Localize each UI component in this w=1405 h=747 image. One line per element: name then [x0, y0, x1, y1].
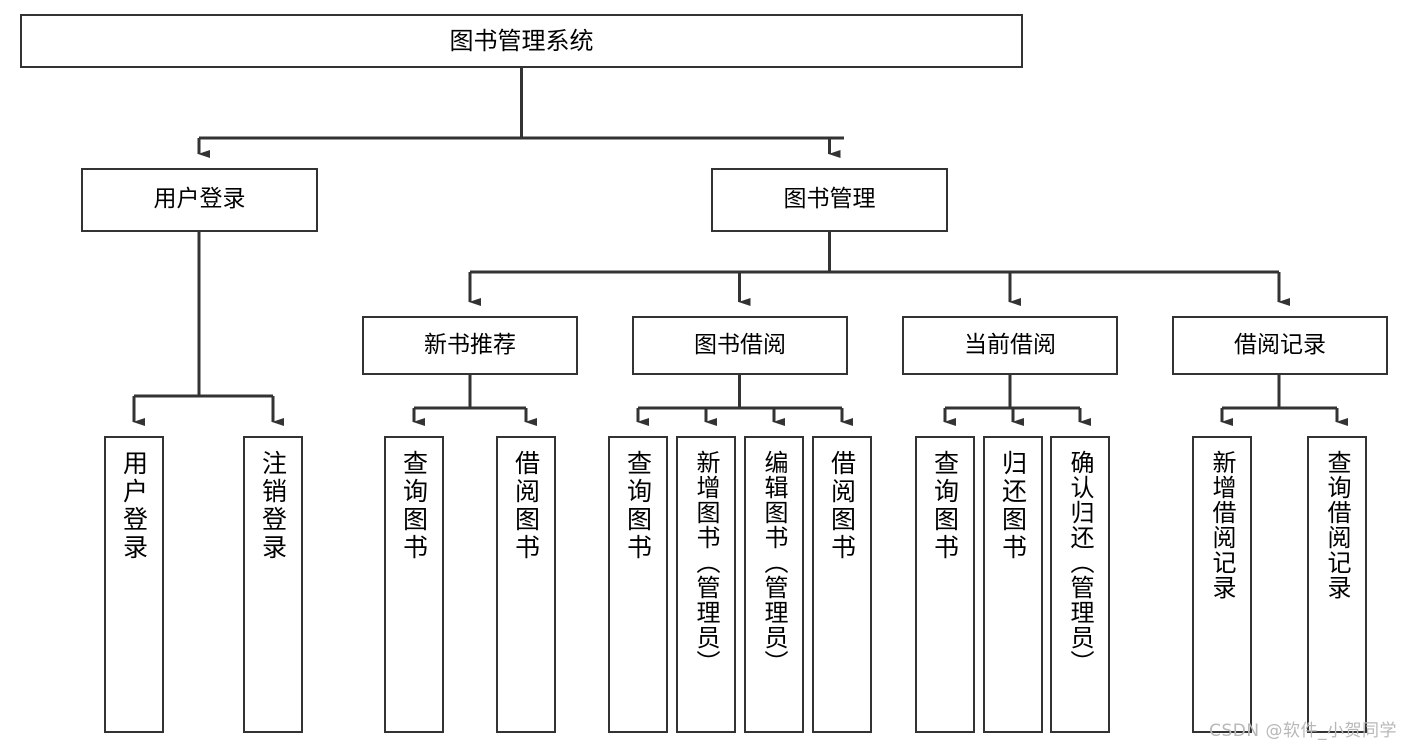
node-label: 借阅图书 — [827, 450, 857, 562]
leaf-edit-book[interactable]: 编辑图书（管理员） — [744, 436, 804, 733]
node-label: 用户登录 — [153, 186, 246, 213]
node-label: 图书管理系统 — [449, 26, 594, 55]
node-label: 查询借阅记录 — [1323, 450, 1351, 600]
leaf-query-book-2[interactable]: 查询图书 — [608, 436, 668, 733]
leaf-add-book[interactable]: 新增图书（管理员） — [676, 436, 736, 733]
node-label: 新增图书（管理员） — [692, 450, 720, 675]
node-label: 借阅记录 — [1234, 331, 1326, 358]
leaf-query-book-3[interactable]: 查询图书 — [915, 436, 975, 733]
node-label: 当前借阅 — [964, 331, 1056, 358]
leaf-logout-login[interactable]: 注销登录 — [243, 436, 303, 733]
leaf-return-book[interactable]: 归还图书 — [983, 436, 1043, 733]
leaf-query-record[interactable]: 查询借阅记录 — [1307, 436, 1367, 733]
node-borrow-record[interactable]: 借阅记录 — [1172, 316, 1388, 375]
leaf-user-login[interactable]: 用户登录 — [104, 436, 164, 733]
node-label: 新书推荐 — [424, 331, 516, 358]
node-user-login[interactable]: 用户登录 — [81, 168, 318, 232]
node-label: 借阅图书 — [511, 450, 541, 562]
leaf-borrow-book-1[interactable]: 借阅图书 — [496, 436, 556, 733]
node-label: 用户登录 — [119, 450, 149, 562]
node-label: 编辑图书（管理员） — [760, 450, 788, 675]
node-label: 图书管理 — [783, 186, 876, 213]
leaf-borrow-book-2[interactable]: 借阅图书 — [812, 436, 872, 733]
leaf-confirm-return[interactable]: 确认归还（管理员） — [1050, 436, 1110, 733]
node-book-management[interactable]: 图书管理 — [711, 168, 948, 232]
leaf-query-book-1[interactable]: 查询图书 — [384, 436, 444, 733]
node-label: 归还图书 — [998, 450, 1028, 562]
node-label: 确认归还（管理员） — [1066, 450, 1094, 675]
node-book-borrow[interactable]: 图书借阅 — [632, 316, 848, 375]
node-label: 新增借阅记录 — [1208, 450, 1236, 600]
node-label: 查询图书 — [930, 450, 960, 562]
node-current-borrow[interactable]: 当前借阅 — [902, 316, 1118, 375]
node-label: 查询图书 — [399, 450, 429, 562]
node-label: 查询图书 — [623, 450, 653, 562]
node-new-book-recommend[interactable]: 新书推荐 — [362, 316, 578, 375]
leaf-add-record[interactable]: 新增借阅记录 — [1192, 436, 1252, 733]
csdn-watermark: CSDN @软件_小贺同学 — [1209, 721, 1397, 741]
node-label: 注销登录 — [258, 450, 288, 562]
node-root-book-management-system[interactable]: 图书管理系统 — [20, 14, 1023, 68]
node-label: 图书借阅 — [694, 331, 786, 358]
